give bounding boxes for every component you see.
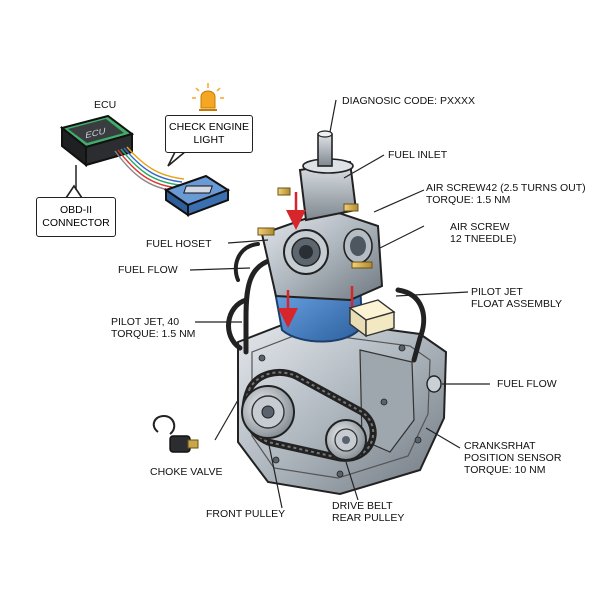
obd-connector-callout: OBD-II CONNECTOR — [36, 197, 116, 237]
ecu-module — [59, 114, 135, 168]
air-screw-torque-label: AIR SCREW42 (2.5 TURNS OUT) TORQUE: 1.5 … — [426, 182, 586, 206]
leader-lines — [189, 99, 490, 509]
carburetor — [257, 130, 384, 343]
choke-valve-icon — [152, 414, 199, 453]
choke-valve-label: CHOKE VALVE — [150, 466, 223, 478]
front-pulley-icon — [241, 385, 295, 439]
float-block — [348, 299, 396, 338]
pilot-jet-float-label: PILOT JET FLOAT ASSEMBLY — [471, 286, 563, 310]
fuel-flow-right-label: FUEL FLOW — [497, 378, 557, 390]
connector-plug — [163, 174, 231, 217]
air-screw-needle-label: AIR SCREW 12 TNEEDLE) — [450, 221, 517, 245]
crankshaft-sensor-label: CRANKSRHAT POSITION SENSOR TORQUE: 10 NM — [464, 440, 562, 476]
fuel-inlet-label: FUEL INLET — [388, 149, 448, 161]
diagnostic-code-label: DIAGNOSIC CODE: PXXXX — [342, 95, 476, 107]
drive-belt-label: DRIVE BELT REAR PULLEY — [332, 500, 405, 524]
rear-pulley-icon — [325, 419, 367, 461]
fuel-hoses — [226, 242, 427, 363]
warning-lamp-icon — [192, 83, 224, 111]
front-pulley-label: FRONT PULLEY — [206, 508, 286, 520]
pilot-jet-torque-label: PILOT JET, 40 TORQUE: 1.5 NM — [111, 316, 196, 340]
fuel-flow-left-label: FUEL FLOW — [118, 264, 178, 276]
check-engine-callout-tail — [167, 149, 187, 167]
check-engine-callout: CHECK ENGINE LIGHT — [165, 115, 253, 153]
fuel-hose-label: FUEL HOSET — [146, 238, 212, 250]
obd-callout-tail — [65, 184, 83, 199]
ecu-label: ECU — [94, 99, 117, 111]
